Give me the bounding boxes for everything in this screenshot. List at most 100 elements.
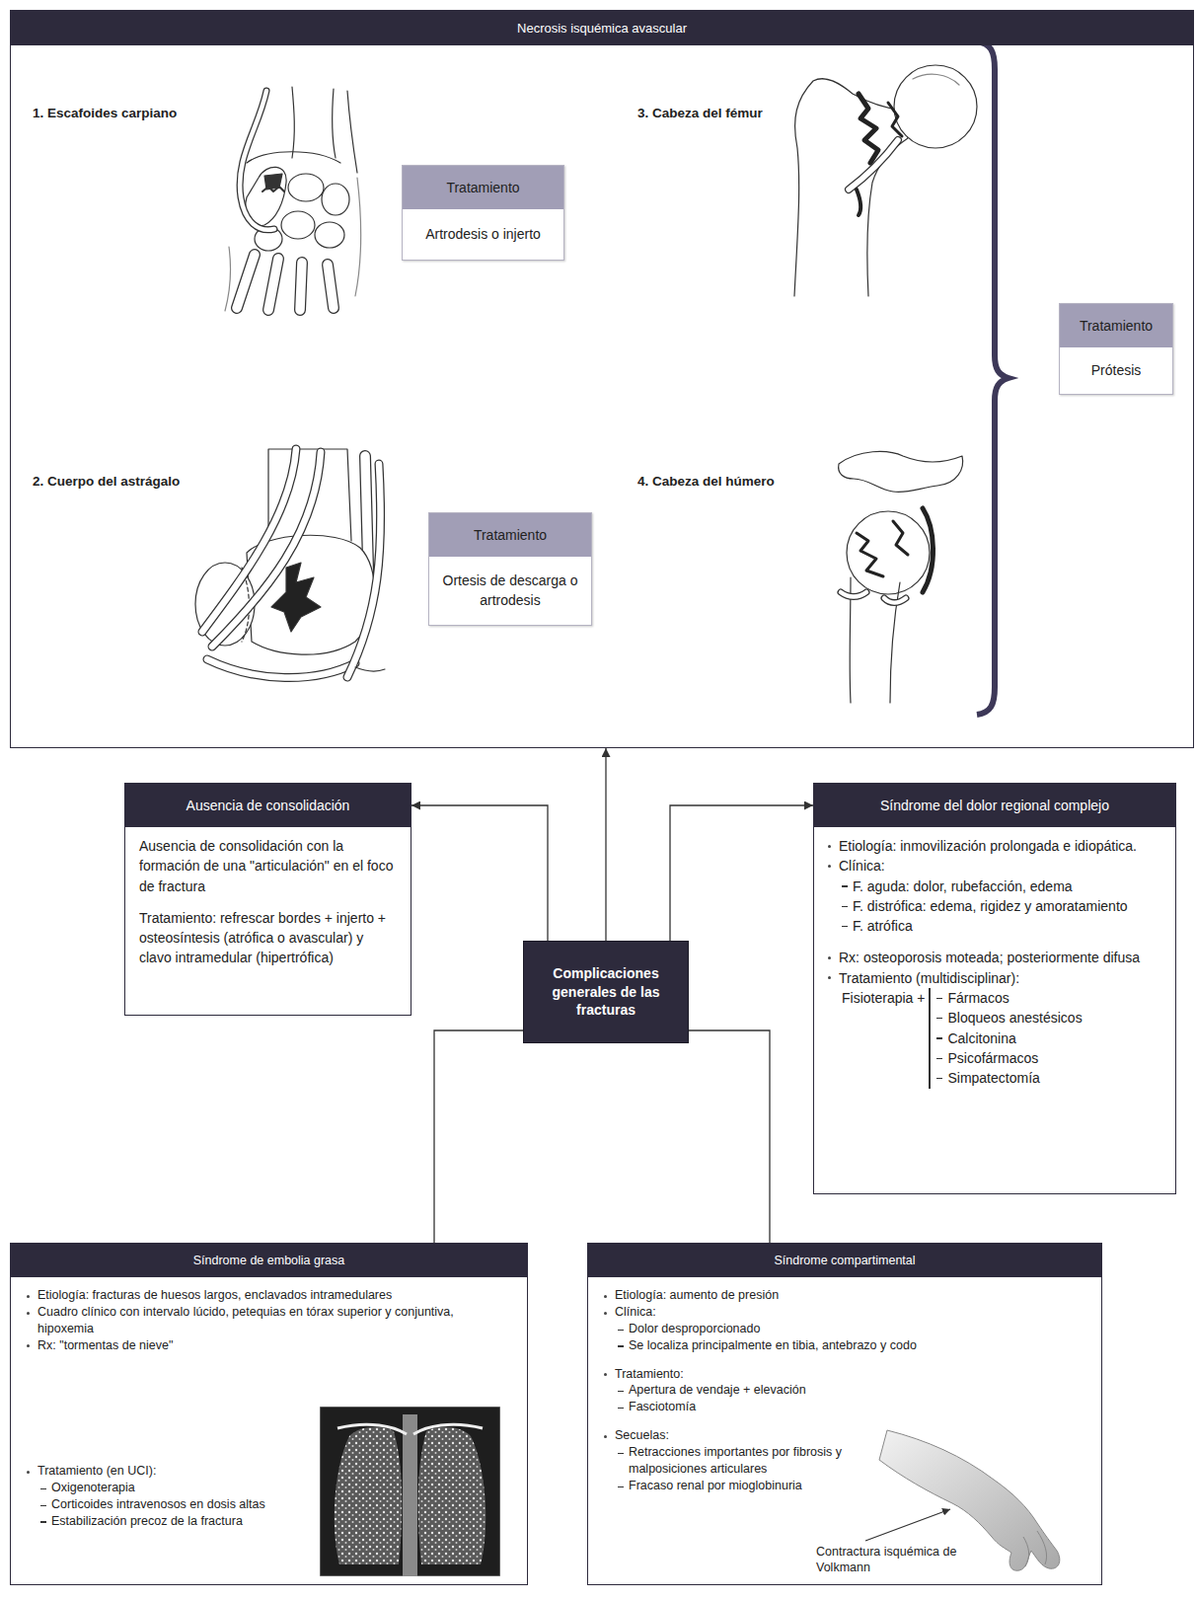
list-item: Se localiza principalmente en tibia, ant… [617, 1337, 1086, 1354]
info-card: Ausencia de consolidaciónAusencia de con… [124, 782, 412, 1016]
figure-label: Contractura isquémica de Volkmann [816, 1543, 965, 1576]
box-text: Artrodesis o injerto [402, 209, 564, 260]
bone-illustrations [0, 0, 1196, 760]
card-heading: Síndrome de embolia grasa [10, 1243, 527, 1277]
node-text: Ausencia de consolidación con la formaci… [139, 835, 397, 897]
bullet-mark [26, 1294, 30, 1298]
bullet-mark [26, 1470, 30, 1474]
bullet-mark [827, 864, 831, 868]
node-text: Calcitonina [947, 1028, 1082, 1048]
list-item: F. aguda: dolor, rubefacción, edema [841, 876, 1162, 897]
bullet-mark [617, 1452, 624, 1454]
callout-label: 2. Cuerpo del astrágalo [32, 473, 180, 489]
node-text: Dolor desproporcionado [628, 1320, 1086, 1338]
box-text: Prótesis [1059, 347, 1173, 394]
list-item: Rx: osteoporosis moteada; posteriormente… [827, 947, 1162, 968]
connector-line [434, 1030, 524, 1243]
treatment-box: TratamientoPrótesis [1058, 302, 1174, 395]
central-title: Complicaciones generales de las fractura… [533, 964, 678, 1021]
bullet-mark [26, 1344, 30, 1347]
node-text: Psicofármacos [947, 1047, 1082, 1068]
node-text: Estabilización precoz de la fractura [51, 1512, 313, 1530]
info-card: Síndrome de embolia grasaEtiología: frac… [9, 1242, 528, 1585]
bullet-mark [40, 1504, 47, 1506]
list-item: Clínica: [827, 855, 1162, 876]
list-item: Tratamiento (multidisciplinar): [827, 968, 1162, 988]
list-item: Etiología: aumento de presión [603, 1286, 1086, 1304]
bullet-mark [617, 1329, 624, 1331]
info-card: Síndrome compartimentalEtiología: aument… [587, 1242, 1103, 1585]
central-box: Complicaciones generales de las fractura… [523, 940, 689, 1044]
list-item: Fasciotomía [617, 1398, 1086, 1416]
bullet-mark [936, 1077, 943, 1079]
section-panel: Necrosis isquémica avascularTratamientoA… [9, 9, 1195, 748]
list-item: Secuelas: [603, 1426, 1086, 1444]
connector-line [670, 805, 814, 941]
list-item: Calcitonina [936, 1028, 1082, 1048]
list-item: Etiología: fracturas de huesos largos, e… [26, 1286, 512, 1304]
list-item: Retracciones importantes por fibrosis y … [617, 1443, 846, 1478]
node-text: Tratamiento: refrescar bordes + injerto … [139, 907, 397, 969]
list-item: Fármacos [936, 987, 1082, 1008]
bullet-mark [936, 1037, 943, 1039]
node-text: Retracciones importantes por fibrosis y … [628, 1443, 846, 1478]
callout-label: 1. Escafoides carpiano [32, 105, 177, 121]
text-group: Fisioterapia + FármacosBloqueos anestésic… [841, 987, 1162, 1088]
callout-label: 4. Cabeza del húmero [637, 473, 775, 489]
node-text: Secuelas: [614, 1426, 1086, 1444]
bullet-mark [40, 1520, 47, 1522]
text-group: Tratamiento (en UCI):OxigenoterapiaCorti… [26, 1462, 313, 1530]
info-card: Síndrome del dolor regional complejoEtio… [813, 782, 1177, 1195]
bullet-mark [841, 925, 848, 927]
box-text: Ortesis de descarga o artrodesis [429, 556, 592, 625]
list-item: Rx: "tormentas de nieve" [26, 1337, 512, 1354]
node-text: F. atrófica [852, 915, 1162, 936]
list-item: Fracaso renal por mioglobinuria [617, 1477, 846, 1495]
node-text: Apertura de vendaje + elevación [628, 1381, 1086, 1399]
node-text: Tratamiento (en UCI): [37, 1462, 313, 1480]
text-group: Ausencia de consolidación con la formaci… [125, 826, 411, 978]
list-item: Psicofármacos [936, 1047, 1082, 1068]
node-text: Etiología: aumento de presión [614, 1286, 1086, 1304]
list-item: Tratamiento (en UCI): [26, 1462, 313, 1480]
list-item: Oxigenoterapia [40, 1479, 313, 1496]
card-heading: Síndrome del dolor regional complejo [814, 783, 1176, 827]
connector-line [688, 1030, 770, 1243]
list-item: Dolor desproporcionado [617, 1320, 1086, 1338]
node-text: Se localiza principalmente en tibia, ant… [628, 1337, 1086, 1354]
box-heading: Tratamiento [1059, 303, 1173, 348]
card-heading: Síndrome compartimental [588, 1243, 1102, 1277]
node-text: F. aguda: dolor, rubefacción, edema [852, 876, 1162, 897]
node-text: Fracaso renal por mioglobinuria [628, 1477, 846, 1495]
bullet-mark [26, 1311, 30, 1315]
bullet-mark [603, 1434, 607, 1438]
node-text: Tratamiento (multidisciplinar): [838, 968, 1162, 988]
bullet-mark [936, 1017, 943, 1019]
box-heading: Tratamiento [429, 513, 592, 557]
bullet-mark [841, 885, 848, 887]
list-item: Cuadro clínico con intervalo lúcido, pet… [26, 1303, 512, 1338]
text-group: Etiología: inmovilización prolongada e i… [814, 826, 1176, 1099]
curly-bracket [976, 41, 1009, 715]
bullet-mark [40, 1488, 47, 1490]
bullet-mark [617, 1486, 624, 1488]
bullet-mark [603, 1294, 607, 1298]
list-item: Etiología: inmovilización prolongada e i… [827, 835, 1162, 856]
node-text: Fasciotomía [628, 1398, 1086, 1416]
bullet-mark [603, 1372, 607, 1376]
node-text: Etiología: inmovilización prolongada e i… [838, 835, 1162, 856]
list-item: Bloqueos anestésicos [936, 1007, 1082, 1028]
node-text: Tratamiento: [614, 1365, 1086, 1383]
node-text: Fármacos [947, 987, 1082, 1008]
connector-line [604, 747, 606, 941]
bullet-mark [827, 975, 831, 979]
xray-image [319, 1406, 501, 1576]
text-group: Etiología: fracturas de huesos largos, e… [10, 1276, 527, 1362]
card-heading: Ausencia de consolidación [125, 783, 411, 827]
list-item: Clínica: [603, 1303, 1086, 1321]
node-text: Rx: osteoporosis moteada; posteriormente… [838, 947, 1162, 968]
treatment-box: TratamientoArtrodesis o injerto [401, 164, 565, 261]
node-text: Fisioterapia + [841, 987, 929, 1008]
list-item: Corticoides intravenosos en dosis altas [40, 1495, 313, 1513]
bullet-mark [617, 1390, 624, 1392]
